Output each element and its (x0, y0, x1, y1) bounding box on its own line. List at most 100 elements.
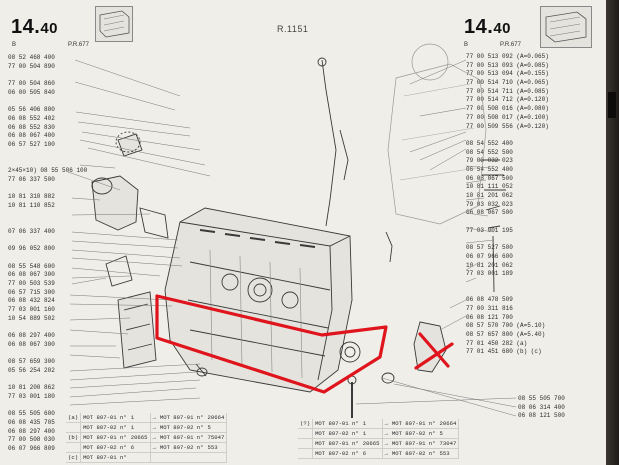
page-sub-left-b: B (12, 42, 17, 48)
part-number: 08 57 570 700 (A=5.10) (466, 322, 546, 330)
table-cell: → (150, 432, 158, 443)
part-number: 06 57 527 100 (8, 140, 55, 148)
table-cell: 75047 (205, 432, 228, 443)
part-number: 06 08 432 824 (8, 297, 55, 305)
part-number: 77 00 508 017 (A=0.100) (466, 113, 549, 121)
page-number-left-decimal: 40 (40, 20, 58, 37)
table-cell: MOT 807-02 n° (157, 442, 206, 453)
part-number: 06 57 715 300 (8, 288, 55, 296)
part-number: 06 08 067 300 (8, 271, 55, 279)
part-number: 77 00 509 556 (A=0.120) (466, 122, 549, 130)
part-number: 08 57 659 300 (8, 358, 55, 366)
part-number: 06 08 067 400 (8, 132, 55, 140)
page-sub-right-pr: P.R.677 (500, 42, 521, 48)
table-cell: MOT 807-02 n° (389, 448, 438, 459)
table-cell: 20664 (205, 413, 228, 423)
part-number: 10 81 111 052 (466, 183, 513, 191)
part-number: 77 01 451 680 (b) (c) (466, 348, 542, 356)
table-cell: MOT 807-01 n° (312, 438, 361, 449)
table-cell: (b) (66, 432, 82, 443)
table-cell: (c) (66, 452, 82, 463)
table-cell: MOT 807-02 n° (312, 448, 361, 459)
engine-thumbnail-icon (99, 10, 130, 38)
table-cell: MOT 807-02 n° (157, 422, 206, 433)
table-cell: MOT 807-01 n° (389, 438, 438, 449)
part-number: 06 08 297 400 (8, 332, 55, 339)
part-number: 10 81 201 062 (466, 261, 513, 269)
part-number: 77 00 513 093 (A=0.085) (466, 61, 549, 69)
engine-block-drawing (67, 43, 517, 418)
table-cell: 1 (360, 428, 383, 439)
part-number: 77 06 337 500 (8, 175, 55, 183)
part-number: 77 00 311 816 (466, 304, 513, 312)
table-cell: → (150, 442, 158, 453)
table-cell: → (382, 419, 390, 429)
table-row: MOT 807-02 n°1→MOT 807-02 n°5 (66, 422, 228, 433)
table-cell: MOT 807-02 n° (80, 422, 129, 433)
exploded-drawing (67, 43, 517, 418)
right-part-numbers: 77 00 513 092 (A=0.065)77 00 513 093 (A=… (466, 53, 549, 357)
binder-tab (608, 92, 616, 118)
part-number: 08 54 552 500 (466, 148, 513, 156)
table-cell: 553 (437, 448, 460, 459)
part-number: 05 56 406 800 (8, 106, 55, 114)
table-cell: 553 (205, 442, 228, 453)
part-number: 06 08 067 500 (466, 209, 513, 217)
part-number: 06 08 478 509 (466, 296, 513, 304)
part-number: 06 08 067 500 (466, 174, 513, 182)
part-number: 77 00 513 092 (A=0.065) (466, 53, 549, 60)
part-number: 08 55 505 700 (518, 395, 565, 402)
parts-catalog-page: 14.40 B P.R.677 R.1151 14.40 B P.R.677 0… (0, 0, 606, 465)
part-number: 07 06 337 400 (8, 227, 55, 235)
part-number: 10 81 310 882 (8, 193, 55, 200)
part-number: 77 03 001 189 (466, 270, 513, 278)
table-cell: 20664 (437, 419, 460, 429)
part-number: 10 81 200 862 (8, 384, 55, 392)
table-cell: MOT 807-01 n° (389, 419, 438, 429)
table-cell: 5 (437, 428, 460, 439)
table-cell: → (150, 422, 158, 433)
red-markup-outline (155, 294, 388, 394)
table-cell: → (382, 438, 390, 449)
table-cell: 1 (128, 422, 151, 433)
part-number: 08 06 314 400 (518, 403, 565, 411)
part-number: 06 00 505 840 (8, 88, 55, 96)
part-number: 06 08 121 700 (466, 313, 513, 321)
part-number: 10 81 201 062 (466, 192, 513, 199)
table-cell: (a) (66, 413, 82, 423)
red-markup-cross (414, 332, 454, 370)
table-cell: MOT 807-02 n° (80, 442, 129, 453)
engine-thumbnail-right-icon (545, 11, 587, 43)
part-number: 08 57 657 800 (A=5.40) (466, 331, 546, 338)
part-number: 06 08 552 830 (8, 123, 55, 131)
table-cell: 6 (360, 448, 383, 459)
table-cell (128, 452, 151, 463)
part-number: 08 54 552 400 (466, 139, 513, 147)
table-cell: (?) (298, 419, 314, 429)
page-sub-left-pr: P.R.677 (68, 42, 89, 48)
page-number-right-decimal: 40 (493, 20, 511, 37)
part-number: 08 52 468 400 (8, 54, 55, 61)
table-cell: MOT 807-01 n° (157, 413, 206, 423)
part-number: 77 00 513 094 (A=0.155) (466, 70, 549, 78)
table-cell: MOT 807-01 n° (312, 419, 361, 429)
table-cell (150, 452, 158, 463)
table-row: MOT 807-02 n°6→MOT 807-02 n°553 (298, 448, 460, 459)
part-number: 06 08 067 300 (8, 340, 55, 348)
table-cell (157, 452, 206, 463)
table-cell: → (382, 428, 390, 439)
table-cell: 73047 (437, 438, 460, 449)
table-row: MOT 807-02 n°1→MOT 807-02 n°5 (298, 428, 460, 439)
page-number-left: 14.40 (11, 16, 58, 39)
drawing-reference: R.1151 (277, 24, 309, 34)
table-cell (298, 428, 314, 439)
table-cell (298, 438, 314, 449)
part-number: 77 00 503 539 (8, 279, 55, 287)
part-number: 06 07 966 809 (8, 444, 55, 452)
part-number: 2×45×10) 08 55 506 100 (8, 166, 88, 174)
table-cell: 20665 (128, 432, 151, 443)
table-cell: MOT 807-01 n° (157, 432, 206, 443)
